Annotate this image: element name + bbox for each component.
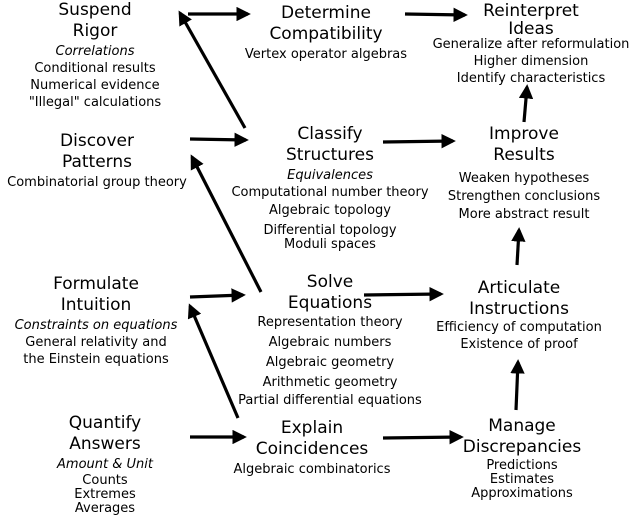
node-item: Representation theory xyxy=(257,315,403,330)
node-title: Determine xyxy=(281,3,371,23)
node-item: Moduli spaces xyxy=(284,237,376,252)
arrow-explain-to-manage xyxy=(382,429,464,445)
node-item: Algebraic topology xyxy=(269,203,391,218)
arrow-classify-to-suspend xyxy=(178,10,247,129)
node-item: Computational number theory xyxy=(231,185,429,200)
node-title: Solve xyxy=(306,272,354,292)
arrow-determine-to-reinterpret xyxy=(404,7,468,23)
arrow-explain-to-formulate xyxy=(187,303,240,419)
node-suspend-rigor: Suspend Rigor Correlations Conditional r… xyxy=(0,0,190,111)
node-item: Estimates xyxy=(489,472,555,487)
node-articulate-instructions: Articulate Instructions Efficiency of co… xyxy=(424,278,614,353)
node-item: More abstract result xyxy=(458,207,590,222)
node-item: Algebraic geometry xyxy=(265,355,395,370)
node-discover-patterns: Discover Patterns Combinatorial group th… xyxy=(0,131,194,191)
arrow-solve-to-discover xyxy=(190,154,263,293)
node-title: Formulate xyxy=(53,274,139,294)
node-title: Reinterpret xyxy=(483,1,579,21)
node-item: Efficiency of computation xyxy=(436,320,602,335)
node-improve-results: Improve Results Weaken hypotheses Streng… xyxy=(430,124,618,223)
arrow-formulate-to-solve xyxy=(189,288,246,303)
node-title: Discrepancies xyxy=(462,437,582,457)
node-title: Manage xyxy=(488,416,556,436)
node-item: Strengthen conclusions xyxy=(447,189,601,204)
node-title: Explain xyxy=(280,418,344,438)
node-title: Quantify xyxy=(68,413,142,433)
node-italic-label: Equivalences xyxy=(287,168,373,183)
node-item: Vertex operator algebras xyxy=(244,47,408,62)
node-determine-compatibility: Determine Compatibility Vertex operator … xyxy=(226,3,426,63)
node-title: Results xyxy=(493,145,555,165)
node-manage-discrepancies: Manage Discrepancies Predictions Estimat… xyxy=(442,416,602,501)
node-title: Discover xyxy=(60,131,134,151)
node-title: Intuition xyxy=(60,295,132,315)
node-quantify-answers: Quantify Answers Amount & Unit Counts Ex… xyxy=(10,413,200,516)
node-item: Higher dimension xyxy=(473,54,589,69)
node-title: Articulate xyxy=(477,278,561,298)
node-item: Numerical evidence xyxy=(30,78,160,93)
node-item: Averages xyxy=(74,501,136,516)
arrow-articulate-to-improve xyxy=(511,227,526,266)
node-item: General relativity and xyxy=(25,335,167,350)
node-item: Conditional results xyxy=(34,61,156,76)
node-italic-label: Correlations xyxy=(55,44,135,59)
node-item: Generalize after reformulation xyxy=(432,37,630,52)
node-italic-label: Constraints on equations xyxy=(14,318,178,333)
node-reinterpret-ideas: Reinterpret Ideas Generalize after refor… xyxy=(430,1,632,87)
node-title: Ideas xyxy=(508,19,554,39)
arrow-discover-to-classify xyxy=(189,132,249,147)
node-item: Arithmetic geometry xyxy=(262,375,398,390)
node-item: Algebraic numbers xyxy=(268,335,392,350)
node-title: Equations xyxy=(287,293,373,313)
node-item: "Illegal" calculations xyxy=(28,95,162,110)
node-title: Rigor xyxy=(72,21,118,41)
node-title: Improve xyxy=(489,124,559,144)
node-item: Combinatorial group theory xyxy=(7,175,187,190)
node-title: Instructions xyxy=(469,299,569,319)
node-item: Weaken hypotheses xyxy=(458,171,590,186)
node-solve-equations: Solve Equations Representation theory Al… xyxy=(230,272,430,409)
node-title: Patterns xyxy=(61,152,133,172)
node-item: Predictions xyxy=(486,458,558,473)
node-item: the Einstein equations xyxy=(23,352,169,367)
node-item: Existence of proof xyxy=(460,337,578,352)
node-italic-label: Amount & Unit xyxy=(57,457,153,472)
node-item: Identify characteristics xyxy=(456,71,606,86)
node-title: Classify xyxy=(297,124,363,144)
node-title: Structures xyxy=(286,145,374,165)
node-title: Suspend xyxy=(58,0,132,20)
node-item: Approximations xyxy=(471,486,573,501)
node-title: Coincidences xyxy=(255,439,369,459)
node-item: Extremes xyxy=(74,487,136,502)
node-title: Answers xyxy=(69,434,141,454)
node-formulate-intuition: Formulate Intuition Constraints on equat… xyxy=(0,274,192,368)
arrow-classify-to-improve xyxy=(382,133,456,149)
node-item: Differential topology xyxy=(263,223,397,238)
node-explain-coincidences: Explain Coincidences Algebraic combinato… xyxy=(222,418,402,478)
node-item: Algebraic combinatorics xyxy=(233,462,391,477)
arrow-improve-to-reinterpret xyxy=(518,84,534,123)
node-title: Compatibility xyxy=(269,24,383,44)
node-item: Partial differential equations xyxy=(238,393,422,408)
node-item: Counts xyxy=(82,473,128,488)
arrow-solve-to-articulate xyxy=(363,286,444,302)
node-classify-structures: Classify Structures Equivalences Computa… xyxy=(220,124,440,253)
arrow-manage-to-articulate xyxy=(510,359,525,411)
